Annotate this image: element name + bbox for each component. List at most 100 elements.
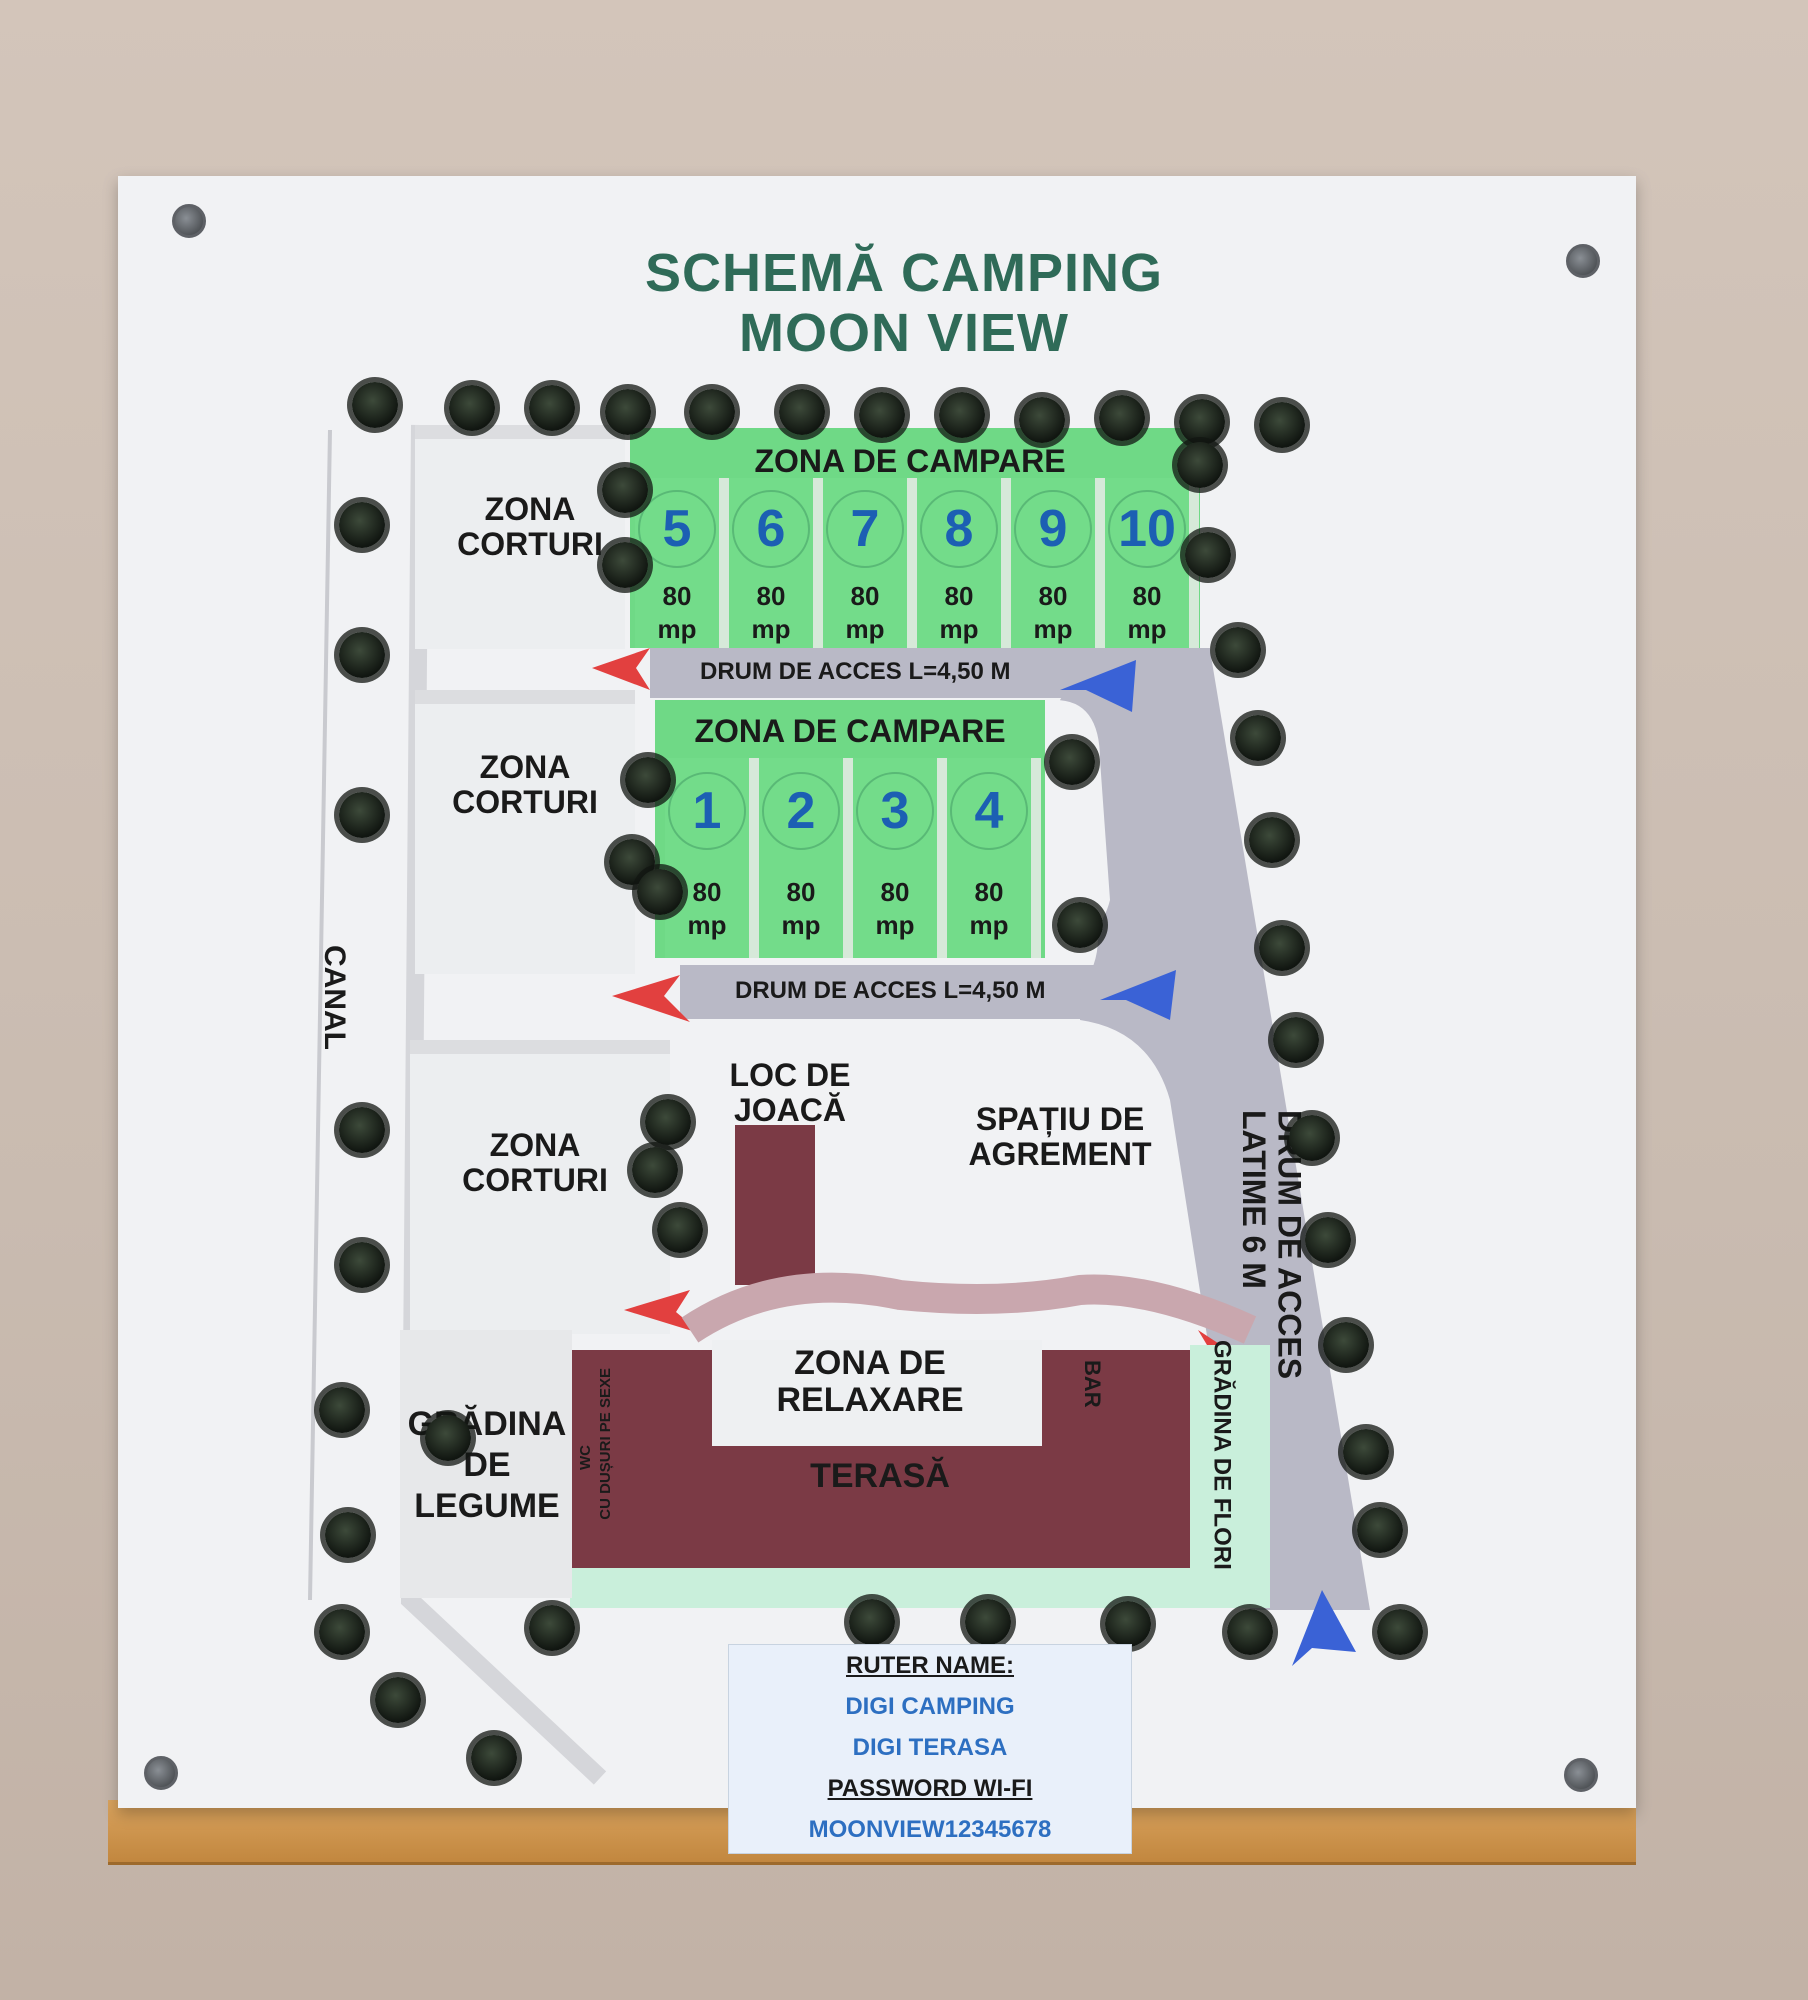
screw-icon <box>1564 1758 1598 1792</box>
tree-icon <box>319 1387 365 1433</box>
arrow-blue-icon <box>1060 660 1136 712</box>
tree-icon <box>602 542 648 588</box>
tree-icon <box>1305 1217 1351 1263</box>
tent-zone-low-label: ZONA CORTURI <box>445 1127 625 1199</box>
tree-icon <box>1235 715 1281 761</box>
plot-number-text: 7 <box>826 490 904 568</box>
plot-number: 6 <box>729 490 813 568</box>
tree-icon <box>1227 1609 1273 1655</box>
tree-icon <box>1049 739 1095 785</box>
plot-number: 7 <box>823 490 907 568</box>
playground-line2: JOACĂ <box>733 1092 846 1129</box>
plot-area-line: mp <box>657 613 697 644</box>
plot-area-line: mp <box>687 909 727 940</box>
camping-zone-bottom-label: ZONA DE CAMPARE <box>694 713 1006 749</box>
tree-icon <box>637 869 683 915</box>
access-road-lower-label: DRUM DE ACCES L=4,50 M <box>735 977 1046 1004</box>
plot-area-line: 80 <box>1038 581 1068 611</box>
tree-icon <box>1179 399 1225 445</box>
plot-area-line: 80 <box>756 581 786 611</box>
terrace-label: TERASĂ <box>810 1457 950 1495</box>
tree-icon <box>645 1099 691 1145</box>
plot-number-text: 3 <box>856 772 934 850</box>
tree-icon <box>1105 1601 1151 1647</box>
tree-icon <box>1259 402 1305 448</box>
screw-icon <box>172 204 206 238</box>
tree-icon <box>1249 817 1295 863</box>
camping-zone-top-label: ZONA DE CAMPARE <box>754 443 1066 479</box>
plot-area-line: mp <box>781 909 821 940</box>
plot-number-text: 1 <box>668 772 746 850</box>
tree-icon <box>632 1147 678 1193</box>
tree-icon <box>1259 925 1305 971</box>
arrow-red-icon <box>624 1290 702 1334</box>
plot-area-line: 80 <box>850 581 880 611</box>
plot-area-line: 80 <box>1132 581 1162 611</box>
tree-icon <box>339 1107 385 1153</box>
tent-zone-low-line2: CORTURI <box>462 1162 608 1199</box>
tree-icon <box>339 1242 385 1288</box>
plot-area-line: mp <box>875 909 915 940</box>
screw-icon <box>144 1756 178 1790</box>
relaxation-label: ZONA DE RELAXARE <box>720 1344 1020 1420</box>
leisure-line2: AGREMENT <box>968 1136 1152 1173</box>
tree-icon <box>602 467 648 513</box>
tree-icon <box>625 757 671 803</box>
tree-icon <box>1273 1017 1319 1063</box>
tree-icon <box>339 502 385 548</box>
wifi-note: RUTER NAME: DIGI CAMPING DIGI TERASA PAS… <box>728 1644 1132 1854</box>
tent-zone-mid <box>415 690 635 974</box>
playground-area <box>735 1125 815 1285</box>
playground-label: LOC DE JOACĂ <box>700 1057 880 1129</box>
plot-area-line: mp <box>939 613 979 644</box>
password-label: PASSWORD WI-FI <box>827 1775 1033 1802</box>
leisure-label: SPAȚIU DE AGREMENT <box>940 1101 1180 1173</box>
vegetable-garden-area <box>400 1330 572 1598</box>
tree-icon <box>689 389 735 435</box>
plot-number-text: 5 <box>638 490 716 568</box>
tent-zone-mid-line2: CORTURI <box>452 784 598 821</box>
plot-area-line: 80 <box>662 581 692 611</box>
flower-garden-label: GRĂDINA DE FLORI <box>1208 1340 1236 1570</box>
tree-icon <box>1099 395 1145 441</box>
tree-icon <box>1377 1609 1423 1655</box>
tent-zone-top-label: ZONA CORTURI <box>440 491 620 562</box>
map-title-line2: MOON VIEW <box>739 303 1069 363</box>
plot-number-text: 4 <box>950 772 1028 850</box>
arrow-blue-icon <box>1292 1590 1356 1666</box>
tree-icon <box>939 392 985 438</box>
tree-icon <box>1057 902 1103 948</box>
playground-line1: LOC DE <box>729 1057 851 1093</box>
vegetable-garden-line1: GRĂDINA <box>407 1405 567 1443</box>
canal-label: CANAL <box>318 945 351 1050</box>
plot-number: 3 <box>853 772 937 850</box>
tree-icon <box>1177 442 1223 488</box>
flower-garden-strip-side <box>1190 1345 1270 1608</box>
plot-area-line: 80 <box>786 877 816 907</box>
relaxation-line2: RELAXARE <box>776 1381 964 1420</box>
tree-icon <box>375 1677 421 1723</box>
plot-area-line: 80 <box>692 877 722 907</box>
tent-zone-top <box>415 425 625 649</box>
vegetable-garden-line2: DE <box>463 1445 511 1484</box>
plot-number-text: 2 <box>762 772 840 850</box>
tree-icon <box>529 385 575 431</box>
tree-icon <box>1289 1115 1335 1161</box>
tree-icon <box>1019 397 1065 443</box>
plot-number: 2 <box>759 772 843 850</box>
arrow-red-icon <box>612 975 690 1022</box>
tree-icon <box>1343 1429 1389 1475</box>
relaxation-line1: ZONA DE <box>794 1344 946 1382</box>
plot-area-line: mp <box>1127 613 1167 644</box>
